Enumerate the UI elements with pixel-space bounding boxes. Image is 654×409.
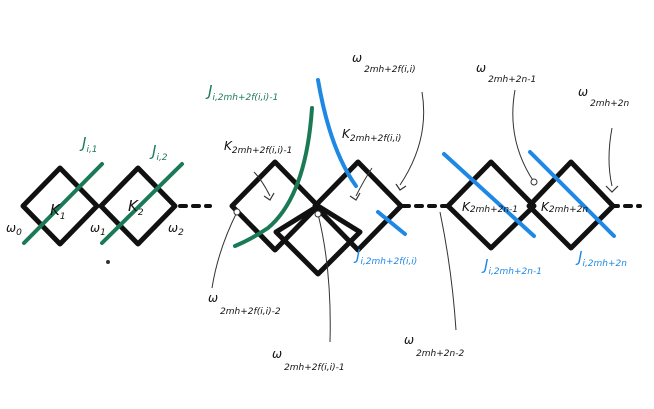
curve-label-right-1: Ji,2mh+2n-1 — [481, 256, 542, 277]
green-curves — [22, 106, 314, 248]
diamond-mid-bottom — [273, 203, 363, 277]
omega-w0: ω0 — [6, 221, 22, 238]
cell-label-k2: K2 — [128, 197, 144, 218]
cell-label-mid-left: K2mh+2f(i,i)-1 — [224, 139, 292, 156]
diamond-mid-right — [312, 159, 404, 253]
diamond-right-1 — [445, 159, 537, 251]
omega-right-2: ω2mh+2n — [578, 85, 630, 109]
cell-label-mid-right: K2mh+2f(i,i) — [342, 127, 401, 144]
omega-w1: ω1 — [90, 221, 106, 238]
curve-label-right-2: Ji,2mh+2n — [575, 248, 627, 269]
diamond-k1 — [20, 165, 100, 247]
diamond-right-2 — [526, 159, 616, 251]
cell-label-right-2: K2mh+2n — [541, 200, 588, 215]
blue-curves — [316, 78, 616, 238]
omega-right-bot: ω2mh+2n-2 — [404, 333, 464, 359]
omega-mid-bot: ω2mh+2f(i,i)-1 — [272, 347, 345, 373]
omega-mid-bot-left: ω2mh+2f(i,i)-2 — [208, 291, 281, 317]
cell-label-right-1: K2mh+2n-1 — [462, 200, 518, 215]
cell-diamonds — [20, 159, 616, 277]
curve-label-mid-blue: Ji,2mh+2f(i,i) — [353, 246, 417, 267]
curve-label-j1: Ji,1 — [79, 134, 98, 155]
curve-label-j2: Ji,2 — [149, 142, 168, 163]
omega-mid-top: ω2mh+2f(i,i) — [352, 51, 416, 75]
omega-w2: ω2 — [168, 221, 184, 238]
omega-right-1: ω2mh+2n-1 — [476, 61, 536, 85]
diamond-k2 — [98, 165, 178, 247]
arrowheads — [263, 183, 619, 201]
marker-circles — [106, 178, 538, 264]
pointer-lines — [211, 89, 613, 343]
diamond-mid-left — [229, 159, 321, 253]
cell-label-k1: K1 — [50, 201, 66, 222]
curve-label-mid-green: Ji,2mh+2f(i,i)-1 — [205, 82, 278, 103]
